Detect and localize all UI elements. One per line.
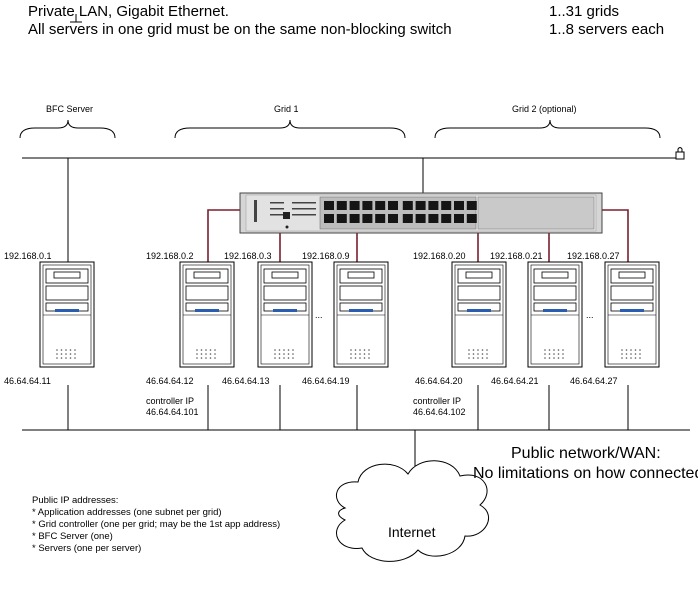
switch-port [375, 201, 386, 210]
public-ip: 46.64.64.13 [222, 376, 270, 386]
controller-label: controller IP [413, 396, 462, 406]
public-ip: 46.64.64.19 [302, 376, 350, 386]
public-ip: 46.64.64.21 [491, 376, 539, 386]
wan-label-1: Public network/WAN: [511, 445, 661, 462]
controller-ip: 46.64.64.101 [146, 407, 199, 417]
group-label-bfc: BFC Server [46, 104, 94, 114]
private-ip: 192.168.0.21 [490, 251, 543, 261]
header-line-2: All servers in one grid must be on the s… [28, 21, 452, 38]
server-tower [257, 261, 313, 368]
header-marker [70, 14, 82, 23]
notes-item: * Servers (one per server) [32, 543, 142, 554]
switch-port [466, 201, 477, 210]
switch-port [428, 214, 439, 223]
grid1-brace [174, 119, 406, 139]
switch-port [388, 201, 398, 210]
header-grids: 1..31 grids [549, 3, 620, 20]
switch-port [415, 201, 426, 210]
notes-title: Public IP addresses: [32, 495, 119, 506]
switch-port [415, 214, 426, 223]
switch-port [362, 201, 373, 210]
public-ip: 46.64.64.27 [570, 376, 618, 386]
public-ip: 46.64.64.20 [415, 376, 463, 386]
switch-port [324, 214, 334, 223]
server-tower [451, 261, 507, 368]
switch-port [454, 214, 464, 223]
switch-port [454, 201, 464, 210]
switch-port [441, 214, 452, 223]
wan-label-2: No limitations on how connected [473, 465, 698, 482]
group-label-grid2: Grid 2 (optional) [512, 104, 577, 114]
controller-ip: 46.64.64.102 [413, 407, 466, 417]
more-servers-ellipsis: ... [315, 310, 323, 320]
switch-port [324, 201, 334, 210]
switch-port [336, 214, 347, 223]
internet-label: Internet [388, 524, 436, 540]
public-ip: 46.64.64.12 [146, 376, 194, 386]
server-tower [179, 261, 235, 368]
switch-port [375, 214, 386, 223]
internet-cloud [335, 460, 490, 562]
public-ip: 46.64.64.11 [4, 376, 51, 386]
notes-item: * Application addresses (one subnet per … [32, 507, 222, 518]
server-tower [527, 261, 583, 368]
notes-item: * Grid controller (one per grid; may be … [32, 519, 281, 530]
bfc-brace [19, 119, 116, 139]
private-ip: 192.168.0.1 [4, 251, 52, 261]
more-servers-ellipsis: ... [586, 310, 594, 320]
switch-port [428, 201, 439, 210]
switch-port [388, 214, 398, 223]
private-ip: 192.168.0.9 [302, 251, 350, 261]
private-ip: 192.168.0.27 [567, 251, 620, 261]
switch-port [336, 201, 347, 210]
server-tower [39, 261, 95, 368]
private-ip: 192.168.0.2 [146, 251, 194, 261]
network-switch [239, 192, 603, 234]
private-ip: 192.168.0.20 [413, 251, 466, 261]
switch-port [349, 201, 360, 210]
server-tower [604, 261, 660, 368]
switch-port [362, 214, 373, 223]
switch-port [349, 214, 360, 223]
switch-port [402, 201, 413, 210]
header-servers: 1..8 servers each [549, 21, 665, 38]
notes-item: * BFC Server (one) [32, 531, 113, 542]
server-tower [333, 261, 389, 368]
lock-icon [675, 147, 685, 160]
switch-port [441, 201, 452, 210]
grid2-brace [434, 119, 661, 139]
switch-port [402, 214, 413, 223]
switch-port [466, 214, 477, 223]
group-label-grid1: Grid 1 [274, 104, 299, 114]
private-ip: 192.168.0.3 [224, 251, 272, 261]
controller-label: controller IP [146, 396, 195, 406]
header-line-1: Private LAN, Gigabit Ethernet. [28, 3, 229, 20]
